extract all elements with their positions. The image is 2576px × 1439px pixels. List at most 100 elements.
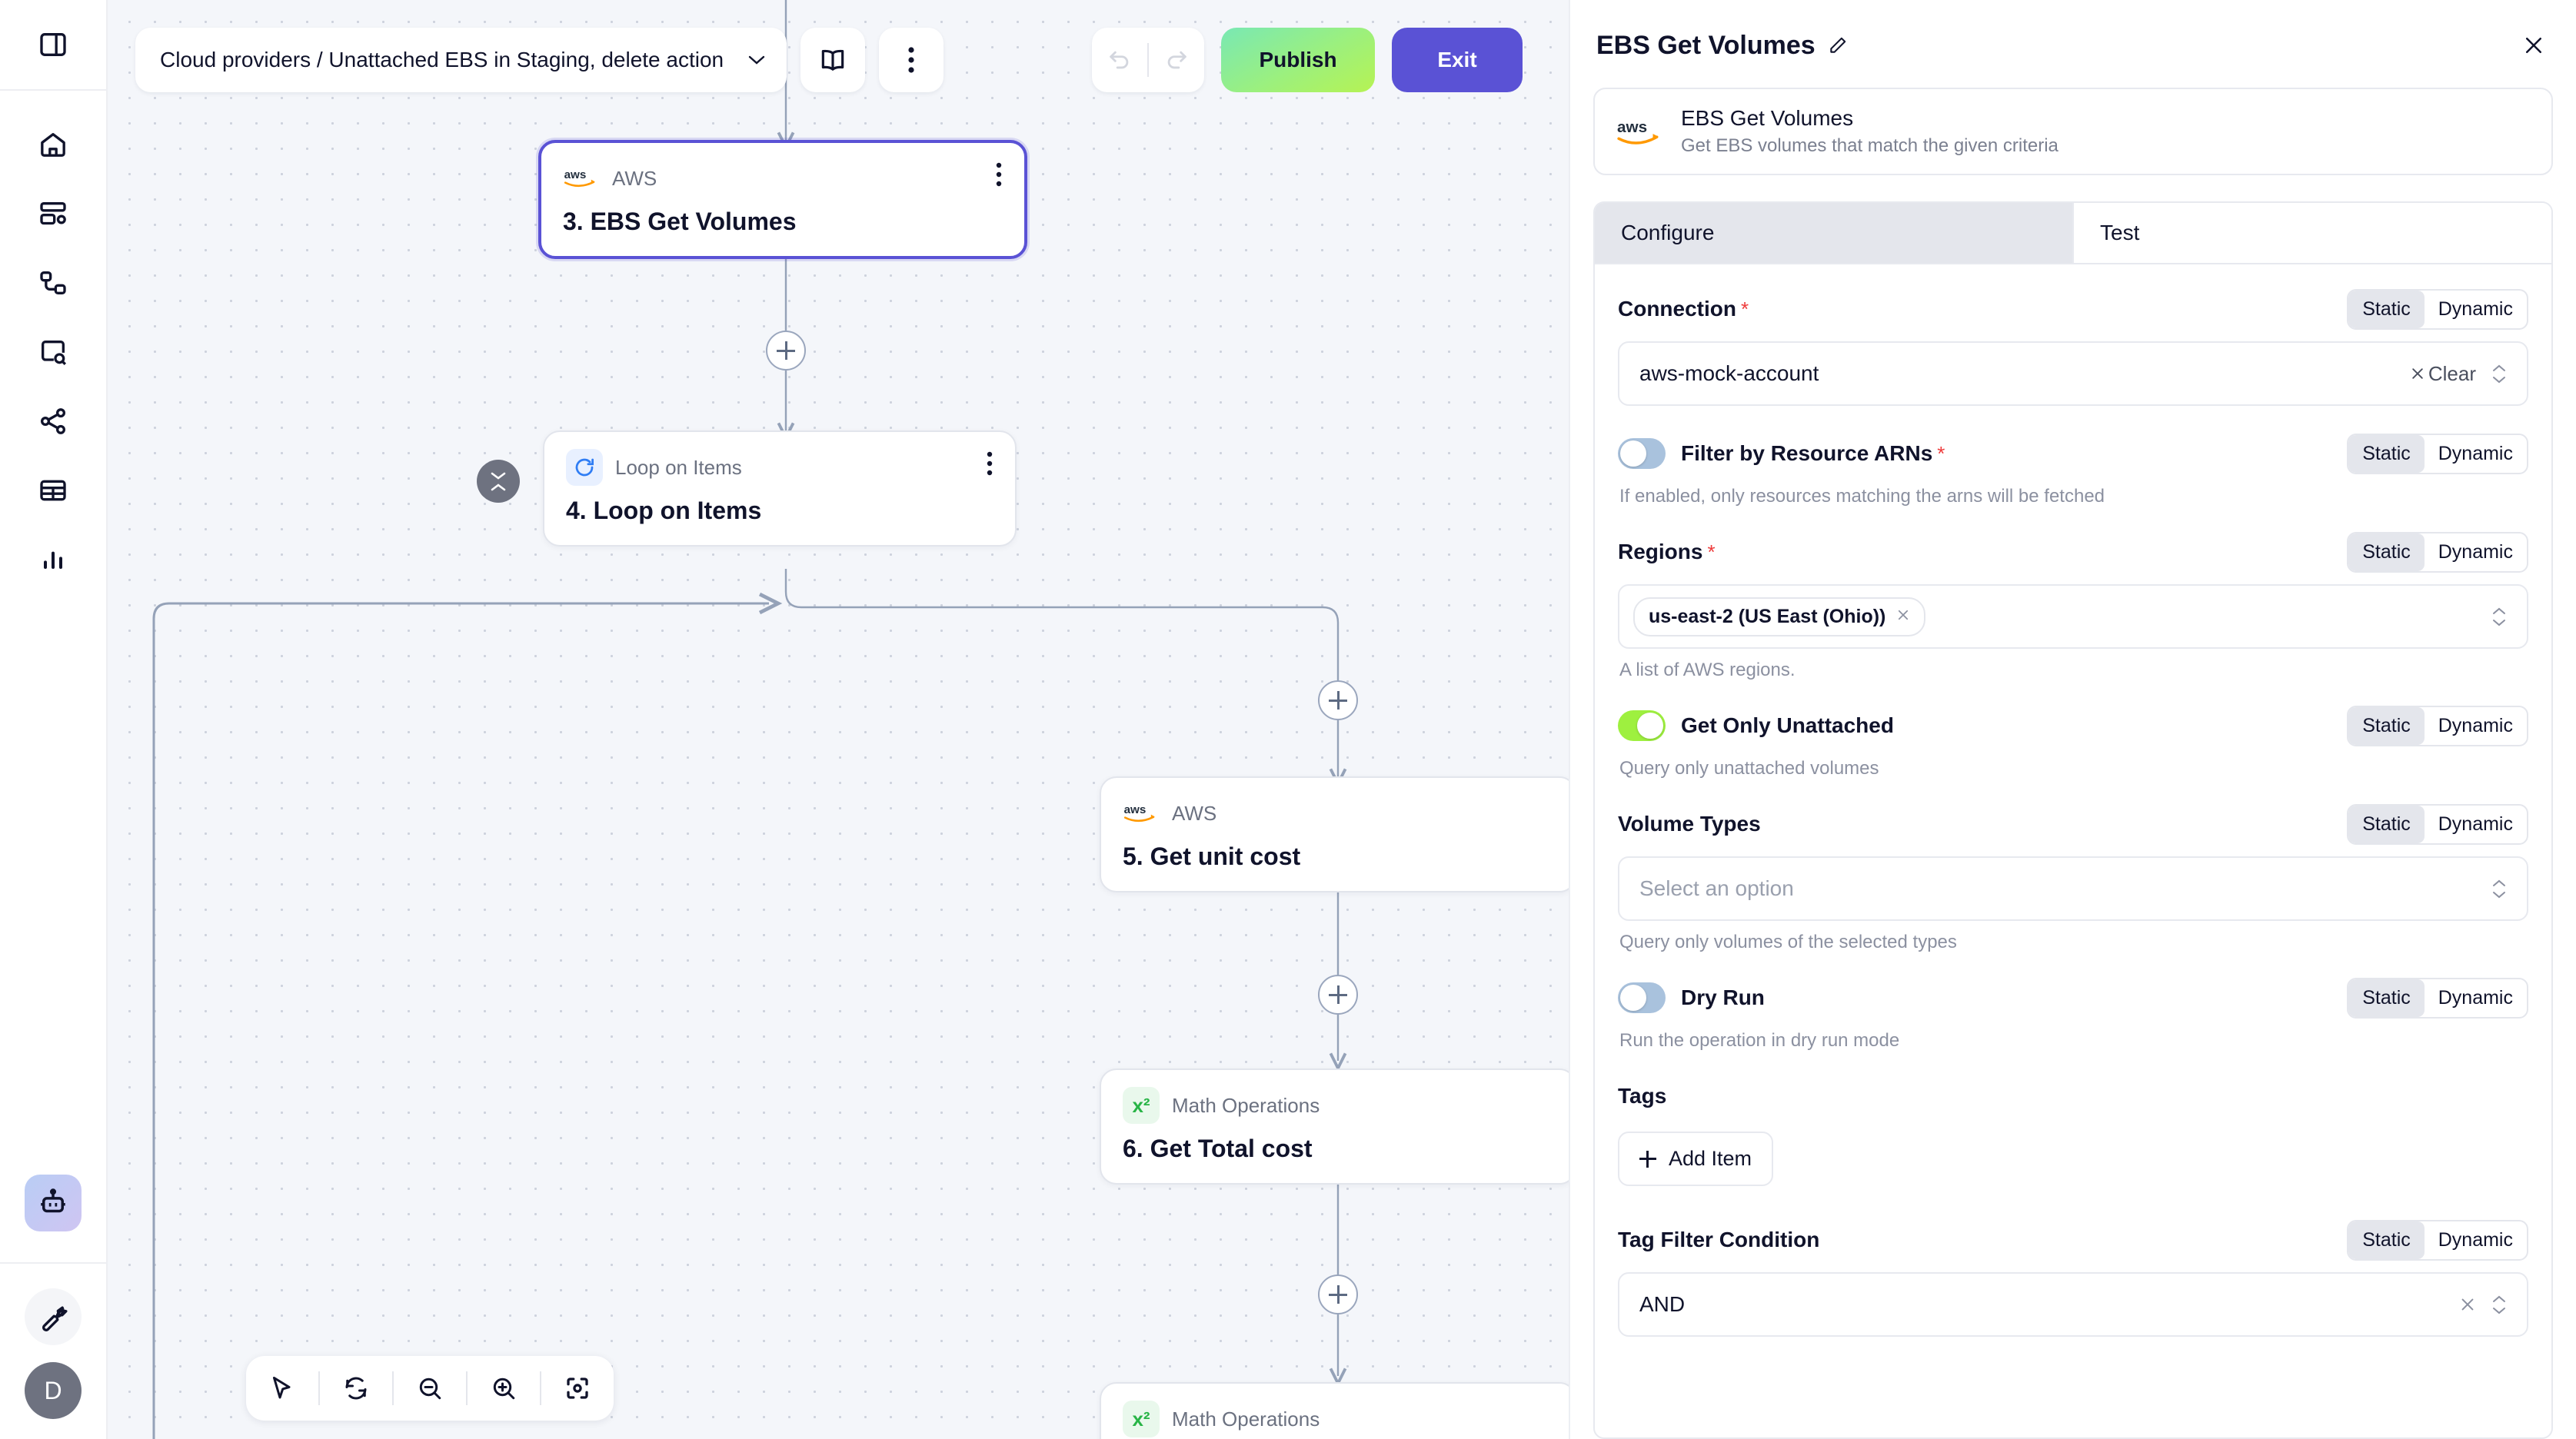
regions-multiselect[interactable]: us-east-2 (US East (Ohio)) (1618, 584, 2528, 649)
toolbar-divider (1147, 43, 1149, 77)
home-icon[interactable] (23, 118, 83, 171)
volume-types-select[interactable]: Select an option (1618, 856, 2528, 921)
publish-button[interactable]: Publish (1221, 28, 1375, 92)
mode-dynamic[interactable]: Dynamic (2438, 813, 2513, 835)
close-icon[interactable] (2518, 29, 2550, 61)
region-chip[interactable]: us-east-2 (US East (Ohio)) (1633, 597, 1926, 636)
clear-label: Clear (2428, 361, 2476, 385)
add-node-button-6-7[interactable] (1318, 1274, 1358, 1314)
action-summary-card: aws EBS Get Volumes Get EBS volumes that… (1593, 88, 2553, 175)
panel-toggle-icon[interactable] (23, 18, 83, 71)
canvas-zoom-toolbar (246, 1356, 614, 1421)
chevron-updown-icon[interactable] (2488, 364, 2510, 384)
node-kind-label: Loop on Items (615, 455, 742, 479)
field-tag-filter-condition: Tag Filter Condition Static Dynamic AND (1618, 1218, 2528, 1337)
field-header: Volume Types Static Dynamic (1618, 803, 2528, 846)
add-node-button-3-4[interactable] (766, 331, 806, 371)
auto-layout-icon[interactable] (320, 1356, 392, 1421)
tag-filter-condition-value: AND (1639, 1292, 1686, 1316)
mode-dynamic[interactable]: Dynamic (2438, 1228, 2513, 1251)
robot-icon[interactable] (25, 1175, 82, 1231)
table-icon[interactable] (23, 464, 83, 517)
clear-tag-filter-icon[interactable] (2459, 1296, 2476, 1313)
chevron-updown-icon[interactable] (2488, 607, 2510, 626)
field-connection: Connection * Static Dynamic aws-mock-acc… (1618, 287, 2528, 406)
dashboard-settings-icon[interactable] (23, 188, 83, 240)
more-options-icon[interactable] (879, 28, 944, 92)
field-label: Connection (1618, 297, 1736, 321)
panel-header: EBS Get Volumes (1570, 0, 2576, 61)
wrench-icon[interactable] (25, 1288, 82, 1345)
add-tag-item-button[interactable]: Add Item (1618, 1132, 1774, 1186)
mode-segmented-control: Static Dynamic (2347, 1219, 2528, 1261)
connection-select[interactable]: aws-mock-account Clear (1618, 341, 2528, 406)
add-node-button-5-6[interactable] (1318, 975, 1358, 1015)
inventory-search-icon[interactable] (23, 326, 83, 378)
avatar[interactable]: D (25, 1362, 82, 1419)
mode-static[interactable]: Static (2348, 979, 2425, 1017)
tab-test[interactable]: Test (2074, 203, 2551, 263)
fit-view-icon[interactable] (541, 1356, 614, 1421)
field-helper-text: If enabled, only resources matching the … (1619, 486, 2105, 507)
mode-static[interactable]: Static (2348, 533, 2425, 571)
field-helper-text: Query only unattached volumes (1619, 758, 1879, 779)
loop-icon (566, 449, 603, 486)
get-only-unattached-toggle[interactable] (1618, 710, 1666, 741)
node-layer: aws AWS 3. EBS Get Volumes (108, 0, 1569, 1439)
mode-static[interactable]: Static (2348, 706, 2425, 745)
chevron-down-icon[interactable] (747, 54, 767, 66)
workflows-icon[interactable] (23, 257, 83, 309)
field-label: Regions (1618, 540, 1703, 563)
workflow-node-3[interactable]: aws AWS 3. EBS Get Volumes (538, 140, 1027, 259)
zoom-in-icon[interactable] (468, 1356, 540, 1421)
field-header: Get Only Unattached Static Dynamic (1618, 704, 2528, 747)
tab-configure[interactable]: Configure (1595, 203, 2072, 263)
node-menu-icon[interactable] (986, 450, 993, 480)
remove-region-icon[interactable] (1896, 606, 1910, 627)
redo-icon[interactable] (1149, 28, 1204, 92)
clear-connection-button[interactable]: Clear (2410, 362, 2476, 386)
mode-dynamic[interactable]: Dynamic (2438, 442, 2513, 464)
node-header: x² Math Operations (1123, 1087, 1553, 1124)
share-nodes-icon[interactable] (23, 395, 83, 447)
cursor-select-icon[interactable] (246, 1356, 318, 1421)
breadcrumb[interactable]: Cloud providers / Unattached EBS in Stag… (135, 28, 787, 92)
undo-icon[interactable] (1092, 28, 1147, 92)
mode-static[interactable]: Static (2348, 1221, 2425, 1259)
mode-static[interactable]: Static (2348, 434, 2425, 473)
mode-dynamic[interactable]: Dynamic (2438, 297, 2513, 320)
mode-static[interactable]: Static (2348, 290, 2425, 328)
chevron-updown-icon[interactable] (2488, 879, 2510, 899)
bar-chart-icon[interactable] (23, 533, 83, 586)
workflow-node-4[interactable]: Loop on Items 4. Loop on Items (543, 430, 1017, 547)
mode-dynamic[interactable]: Dynamic (2438, 540, 2513, 563)
field-header: Tags (1618, 1075, 2528, 1118)
tag-filter-condition-select[interactable]: AND (1618, 1272, 2528, 1337)
zoom-out-icon[interactable] (394, 1356, 466, 1421)
mode-static[interactable]: Static (2348, 805, 2425, 843)
dry-run-toggle[interactable] (1618, 982, 1666, 1013)
exit-button[interactable]: Exit (1392, 28, 1523, 92)
workflow-node-5[interactable]: aws AWS 5. Get unit cost (1100, 776, 1569, 892)
mode-dynamic[interactable]: Dynamic (2438, 714, 2513, 736)
aws-logo-icon: aws (1123, 795, 1160, 832)
workflow-canvas[interactable]: aws AWS 3. EBS Get Volumes (108, 0, 1569, 1439)
pencil-icon[interactable] (1828, 35, 1848, 55)
mode-dynamic[interactable]: Dynamic (2438, 986, 2513, 1009)
workflow-node-6[interactable]: x² Math Operations 6. Get Total cost (1100, 1068, 1569, 1185)
collapse-loop-button[interactable] (477, 460, 520, 503)
workflow-node-7[interactable]: x² Math Operations (1100, 1382, 1569, 1439)
add-node-button-loop-5[interactable] (1318, 680, 1358, 720)
chevron-updown-icon[interactable] (2488, 1295, 2510, 1314)
field-label: Tag Filter Condition (1618, 1228, 1820, 1251)
docs-book-icon[interactable] (800, 28, 866, 92)
required-marker: * (1707, 540, 1716, 563)
action-description: Get EBS volumes that match the given cri… (1681, 135, 2058, 156)
left-nav-rail: D (0, 0, 108, 1439)
node-title: 4. Loop on Items (566, 497, 762, 524)
filter-arns-toggle[interactable] (1618, 438, 1666, 469)
node-header: Loop on Items (566, 449, 993, 486)
node-menu-icon[interactable] (995, 161, 1003, 191)
field-tags: Tags Add Item (1618, 1075, 2528, 1186)
